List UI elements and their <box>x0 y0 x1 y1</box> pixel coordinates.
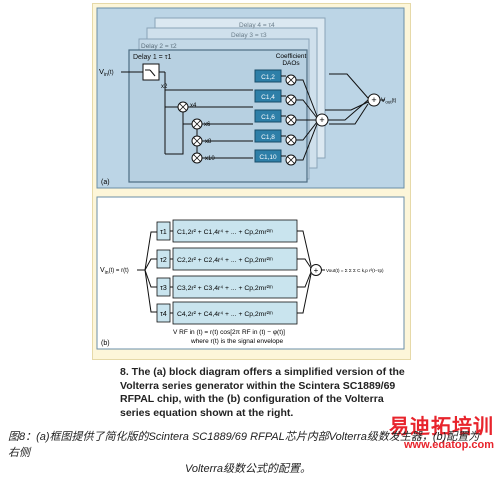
delay-1-label: Delay 1 = τ1 <box>133 54 171 61</box>
coeff-dacs <box>254 69 282 163</box>
watermark-url: www.edatop.com <box>403 439 494 451</box>
rf-in-equation: V RF in (t) = r(t) cos[2π RF in (t) − φ(… <box>173 329 285 336</box>
watermark: 易迪拓培训 www.edatop.com <box>389 410 494 451</box>
power-x8: x8 <box>205 139 212 145</box>
coeff-title-2: DAOs <box>282 60 300 67</box>
svg-text:+: + <box>319 115 324 125</box>
chinese-caption: 图8：(a)框图提供了简化版的Scintera SC1889/69 RFPAL芯… <box>8 429 488 477</box>
vout-equation: Vout(t) = Σ Σ Σ C k,p r²(t−τp) <box>326 268 384 273</box>
coeff-c16: C1,6 <box>261 114 275 121</box>
tau-4: τ4 <box>160 311 167 318</box>
envelope-detector <box>142 63 160 81</box>
svg-text:+: + <box>314 266 319 275</box>
coeff-c110: C1,10 <box>259 154 277 161</box>
power-x4: x4 <box>190 103 197 109</box>
vin-label-b: Vin(t) = r(t) <box>100 267 129 276</box>
power-x10: x10 <box>205 156 215 162</box>
chinese-caption-line-2: Volterra级数公式的配置。 <box>184 463 312 475</box>
delay-2-label: Delay 2 = τ2 <box>141 43 177 50</box>
tau-2: τ2 <box>160 257 167 264</box>
row-expr-4: C4,2r² + C4,4r⁴ + ... + Cp,2mr²ᵐ <box>177 311 273 318</box>
panel-b-tag: (b) <box>101 340 110 347</box>
delay-3-label: Delay 3 = τ3 <box>231 32 267 39</box>
row-expr-1: C1,2r² + C1,4r⁴ + ... + Cp,2mr²ᵐ <box>177 229 273 236</box>
watermark-brand: 易迪拓培训 <box>389 416 494 438</box>
power-x2: x2 <box>161 84 168 90</box>
vin-label-a: Vin(t) <box>99 67 114 78</box>
coeff-c12: C1,2 <box>261 74 275 81</box>
coeff-c14: C1,4 <box>261 94 275 101</box>
delay-4-label: Delay 4 = τ4 <box>239 22 275 29</box>
english-caption: 8. The (a) block diagram offers a simpli… <box>120 366 405 419</box>
row-expr-2: C2,2r² + C2,4r⁴ + ... + Cp,2mr²ᵐ <box>177 257 273 264</box>
power-x6: x6 <box>204 122 211 128</box>
tau-3: τ3 <box>160 285 167 292</box>
panel-a-tag: (a) <box>101 179 110 186</box>
svg-text:+: + <box>371 95 376 105</box>
tau-1: τ1 <box>160 229 167 236</box>
volterra-diagram: (a) Delay 4 = τ4 Delay 3 = τ3 Delay 2 = … <box>96 7 405 350</box>
row-expr-3: C3,2r² + C3,4r⁴ + ... + Cp,2mr²ᵐ <box>177 285 273 292</box>
figure-panel: (a) Delay 4 = τ4 Delay 3 = τ3 Delay 2 = … <box>92 3 411 360</box>
envelope-note: where r(t) is the signal envelope <box>190 338 284 345</box>
vout-label-a: Vout(t) <box>381 97 397 105</box>
coeff-c18: C1,8 <box>261 134 275 141</box>
coeff-title-1: Coefficient <box>276 53 307 60</box>
chinese-caption-line-1: 图8：(a)框图提供了简化版的Scintera SC1889/69 RFPAL芯… <box>8 431 480 459</box>
